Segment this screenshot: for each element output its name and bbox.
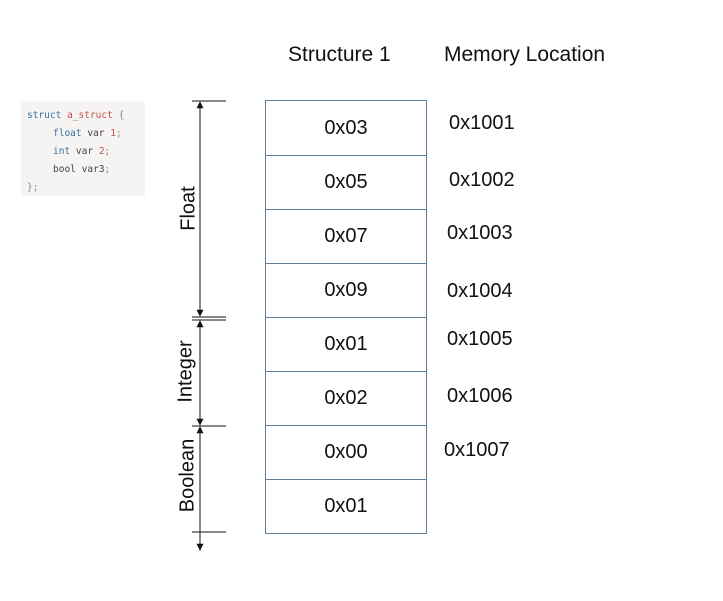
semicolon: ; bbox=[104, 164, 111, 175]
keyword-int: int bbox=[53, 146, 71, 157]
code-line-float: float var 1; bbox=[27, 125, 145, 143]
code-snippet: struct a_struct { float var 1; int var 2… bbox=[21, 101, 145, 196]
memory-cell: 0x02 bbox=[266, 372, 426, 426]
keyword-bool: bool bbox=[53, 164, 76, 175]
memory-location-header: Memory Location bbox=[444, 43, 606, 66]
memory-cell: 0x01 bbox=[324, 495, 368, 517]
memory-cell: 0x01 bbox=[266, 318, 426, 372]
memory-cell: 0x03 bbox=[266, 101, 426, 156]
float-label: Float bbox=[177, 186, 200, 231]
keyword-float: float bbox=[53, 128, 82, 139]
code-line-struct: struct a_struct { bbox=[27, 107, 145, 125]
memory-cell: 0x05 bbox=[266, 156, 426, 210]
boolean-label: Boolean bbox=[176, 438, 199, 513]
code-line-int: int var 2; bbox=[27, 143, 145, 161]
var-name: var3 bbox=[81, 164, 105, 175]
memory-cell: 0x00 bbox=[266, 426, 426, 480]
semicolon: ; bbox=[115, 128, 122, 139]
var-number: 2 bbox=[98, 146, 105, 157]
memory-address: 0x1002 bbox=[449, 169, 515, 191]
memory-address: 0x1005 bbox=[447, 328, 513, 350]
memory-address: 0x1004 bbox=[447, 280, 513, 302]
memory-cell: 0x09 bbox=[266, 264, 426, 318]
semicolon: ; bbox=[104, 146, 111, 157]
var-name: var bbox=[87, 128, 105, 139]
memory-cell: 0x07 bbox=[266, 210, 426, 264]
struct-name: a_struct bbox=[67, 110, 113, 121]
var-name: var bbox=[75, 146, 94, 157]
structure-header: Structure 1 bbox=[288, 43, 391, 66]
keyword-struct: struct bbox=[27, 110, 62, 121]
memory-address: 0x1001 bbox=[449, 112, 515, 134]
memory-table: 0x03 0x05 0x07 0x09 0x01 0x02 0x00 0x01 bbox=[265, 100, 427, 534]
memory-address: 0x1006 bbox=[447, 385, 513, 407]
code-line-close: }; bbox=[27, 179, 145, 197]
memory-address: 0x1007 bbox=[444, 439, 510, 461]
open-brace: { bbox=[118, 110, 125, 121]
integer-label: Integer bbox=[174, 340, 197, 403]
memory-address: 0x1003 bbox=[447, 222, 513, 244]
close-brace: }; bbox=[27, 182, 39, 193]
code-line-bool: bool var3; bbox=[27, 161, 145, 179]
var-number: 1 bbox=[110, 128, 116, 139]
